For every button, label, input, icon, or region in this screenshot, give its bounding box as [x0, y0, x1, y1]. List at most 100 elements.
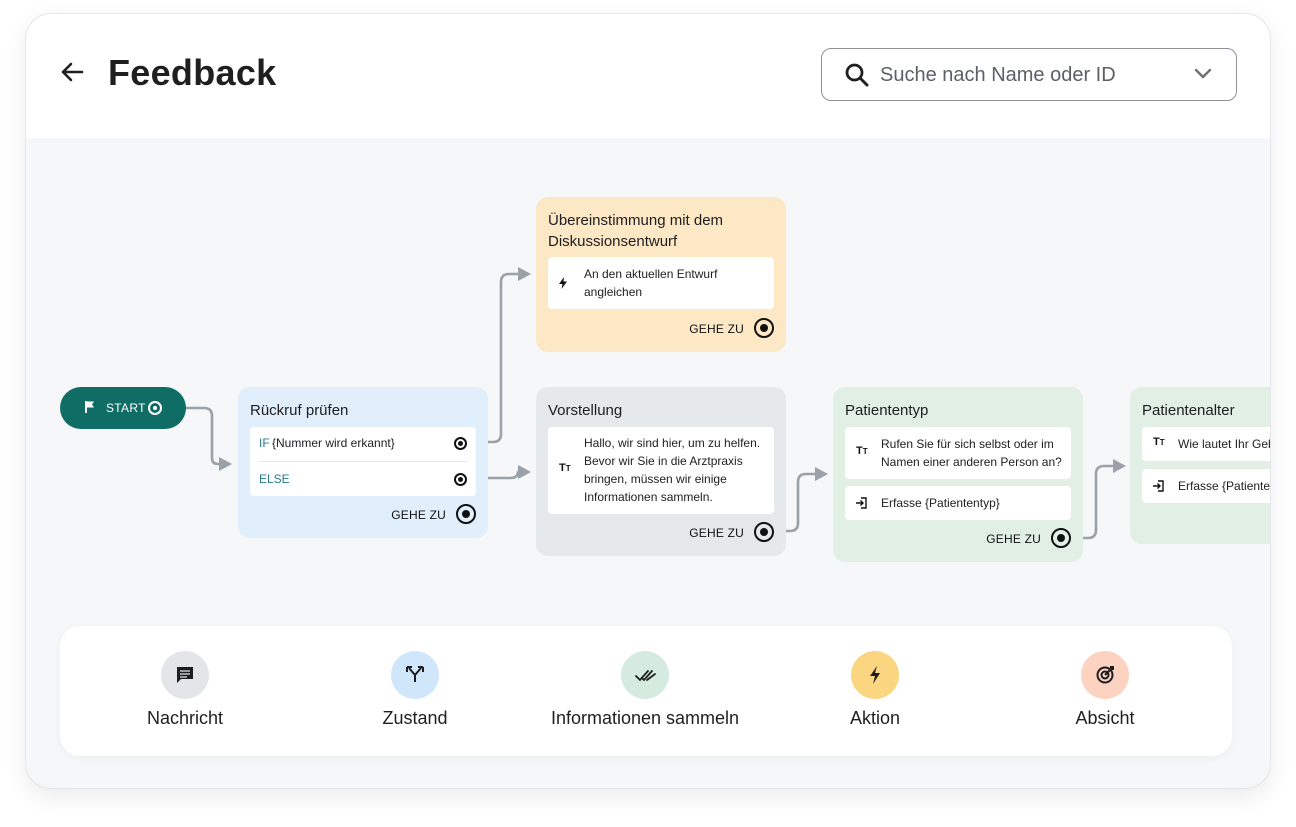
if-keyword: IF: [259, 436, 270, 450]
back-arrow-icon[interactable]: [58, 58, 86, 86]
goto-control[interactable]: GEHE ZU: [684, 522, 774, 542]
capture-text: Erfasse {Patiententyp}: [881, 496, 1000, 510]
palette-item-zustand[interactable]: Zustand: [300, 626, 530, 756]
node-rueckruf-pruefen[interactable]: Rückruf prüfen IF {Nummer wird erkannt} …: [238, 387, 488, 538]
connector-layer: [164, 267, 1126, 540]
text-format-icon: TT: [559, 462, 571, 474]
arrowhead: [518, 465, 531, 479]
palette-label: Nachricht: [146, 708, 224, 728]
app-window: Feedback Suche nach Name oder ID: [25, 13, 1271, 789]
capture-row[interactable]: Erfasse {Patiententyp}: [845, 486, 1071, 520]
node-title: Übereinstimmung mit dem Diskussionsentwu…: [548, 210, 723, 252]
palette-label: Aktion: [849, 708, 901, 728]
connector-patiententyp-patientenalter: [1074, 464, 1118, 540]
question-text-line: Rufen Sie für sich selbst oder im: [881, 437, 1054, 451]
arrowhead: [518, 267, 531, 281]
if-output-port[interactable]: [454, 437, 467, 450]
connector-vorstellung-patiententyp: [776, 472, 821, 533]
node-title-line: Diskussionsentwurf: [548, 233, 678, 250]
search-input[interactable]: Suche nach Name oder ID: [821, 48, 1237, 101]
question-row[interactable]: TT Wie lautet Ihr Geb: [1142, 427, 1271, 461]
goto-control[interactable]: GEHE ZU: [684, 318, 774, 338]
input-capture-icon: [1153, 480, 1164, 492]
question-text-line: Wie lautet Ihr Geb: [1178, 437, 1271, 451]
goto-label: GEHE ZU: [689, 526, 744, 540]
palette-item-informationen-sammeln[interactable]: Informationen sammeln: [530, 626, 760, 756]
palette-item-aktion[interactable]: Aktion: [760, 626, 990, 756]
question-row[interactable]: TT Rufen Sie für sich selbst oder im Nam…: [845, 427, 1071, 479]
connector-if-uebereinstimmung: [470, 272, 524, 444]
arrowhead: [815, 467, 828, 481]
bolt-icon: [870, 666, 880, 684]
branch-icon: [406, 666, 424, 682]
message-text-line: Hallo, wir sind hier, um zu helfen.: [584, 436, 761, 450]
node-patientenalter[interactable]: Patientenalter TT Wie lautet Ihr Geb Erf…: [1130, 387, 1271, 544]
else-output-port[interactable]: [454, 473, 467, 486]
start-output-port[interactable]: [148, 401, 162, 415]
text-format-icon: TT: [856, 445, 868, 457]
capture-text: Erfasse {Patienten: [1178, 479, 1271, 493]
condition-rows: IF {Nummer wird erkannt} ELSE: [250, 427, 476, 496]
start-node[interactable]: START: [60, 387, 186, 429]
goto-label: GEHE ZU: [986, 532, 1041, 546]
goto-label: GEHE ZU: [689, 322, 744, 336]
goto-port[interactable]: [456, 504, 476, 524]
palette-icon-circle: [1081, 651, 1129, 699]
capture-row[interactable]: Erfasse {Patienten: [1142, 469, 1271, 503]
target-icon: [1096, 666, 1114, 684]
flag-icon: [85, 401, 94, 413]
message-text-line: Informationen sammeln.: [584, 490, 713, 504]
palette-label: Zustand: [382, 708, 448, 728]
start-label: START: [106, 401, 146, 415]
node-title-line: Übereinstimmung mit dem: [548, 212, 724, 229]
else-keyword: ELSE: [259, 472, 290, 486]
double-check-icon: [635, 670, 656, 682]
message-text-line: bringen, müssen wir einige: [584, 472, 727, 486]
bolt-icon: [559, 277, 567, 289]
header: Feedback Suche nach Name oder ID: [26, 14, 1270, 138]
node-title: Vorstellung: [548, 402, 623, 419]
node-title: Patientenalter: [1142, 402, 1235, 419]
node-palette: Nachricht Zustand Inform: [60, 626, 1232, 756]
palette-icon-circle: [851, 651, 899, 699]
flow-canvas[interactable]: START Rückruf prüfen IF {Nummer wird erk…: [26, 138, 1271, 788]
action-text-line: An den aktuellen Entwurf: [584, 267, 718, 281]
condition-if-row[interactable]: IF {Nummer wird erkannt}: [250, 427, 476, 461]
palette-icon-circle: [391, 651, 439, 699]
node-uebereinstimmung[interactable]: Übereinstimmung mit dem Diskussionsentwu…: [536, 197, 786, 352]
palette-icon-circle: [161, 651, 209, 699]
palette-label: Informationen sammeln: [550, 708, 740, 728]
action-text-line: angleichen: [584, 285, 643, 299]
page-title: Feedback: [108, 52, 277, 93]
arrowhead: [219, 457, 232, 471]
node-title: Rückruf prüfen: [250, 402, 349, 419]
node-title: Patiententyp: [845, 402, 929, 419]
text-format-icon: TT: [1153, 436, 1165, 448]
message-text-line: Bevor wir Sie in die Arztpraxis: [584, 454, 743, 468]
goto-control[interactable]: GEHE ZU: [386, 504, 476, 524]
goto-port[interactable]: [1051, 528, 1071, 548]
chevron-down-icon[interactable]: [1194, 67, 1212, 81]
connector-start-rueckruf: [164, 406, 228, 466]
condition-else-row[interactable]: ELSE: [250, 462, 476, 496]
goto-port[interactable]: [754, 318, 774, 338]
input-capture-icon: [856, 497, 867, 509]
message-icon: [177, 667, 193, 683]
if-condition-text: {Nummer wird erkannt}: [272, 436, 395, 450]
palette-label: Absicht: [1075, 708, 1135, 728]
message-row[interactable]: TT Hallo, wir sind hier, um zu helfen. B…: [548, 427, 774, 514]
search-placeholder: Suche nach Name oder ID: [880, 64, 1116, 86]
palette-item-absicht[interactable]: Absicht: [990, 626, 1220, 756]
palette-icon-circle: [621, 651, 669, 699]
arrowhead: [1113, 459, 1126, 473]
node-vorstellung[interactable]: Vorstellung TT Hallo, wir sind hier, um …: [536, 387, 786, 556]
action-row[interactable]: An den aktuellen Entwurf angleichen: [548, 257, 774, 309]
goto-control[interactable]: GEHE ZU: [981, 528, 1071, 548]
question-text-line: Namen einer anderen Person an?: [881, 455, 1062, 469]
search-icon: [845, 63, 869, 87]
palette-item-nachricht[interactable]: Nachricht: [70, 626, 300, 756]
node-patiententyp[interactable]: Patiententyp TT Rufen Sie für sich selbs…: [833, 387, 1083, 562]
row-divider: [258, 461, 468, 462]
goto-label: GEHE ZU: [391, 508, 446, 522]
goto-port[interactable]: [754, 522, 774, 542]
